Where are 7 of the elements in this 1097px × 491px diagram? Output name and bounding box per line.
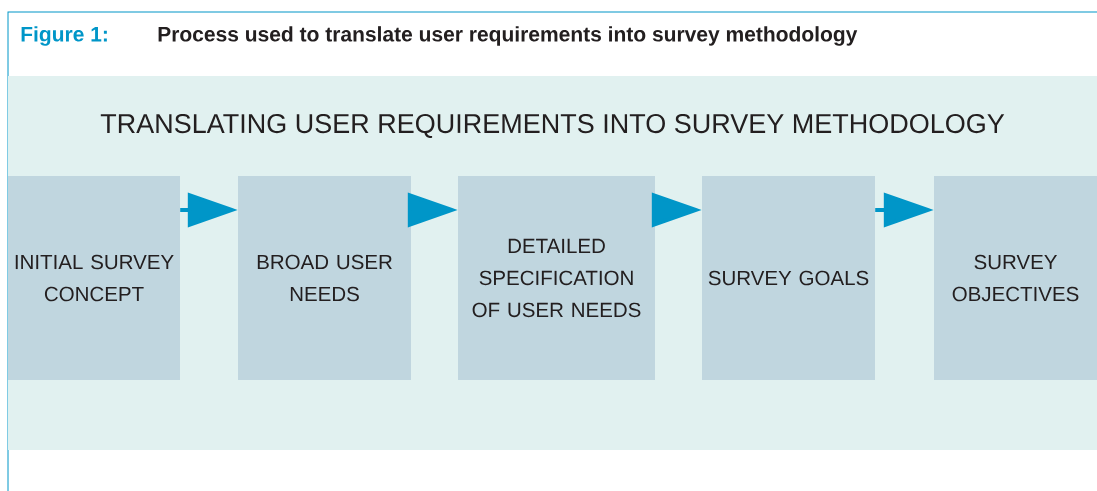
- figure-title: Process used to translate user requirements into survey methodology: [158, 26, 858, 46]
- process-box: BROAD USER NEEDS: [238, 176, 411, 380]
- process-box: SURVEY OBJECTIVES: [934, 176, 1097, 380]
- process-box: INITIAL SURVEY CONCEPT: [8, 176, 180, 380]
- process-box: DETAILED SPECIFICATION OF USER NEEDS: [458, 176, 655, 380]
- figure-number: Figure 1:: [21, 26, 107, 46]
- process-box: SURVEY GOALS: [702, 176, 875, 380]
